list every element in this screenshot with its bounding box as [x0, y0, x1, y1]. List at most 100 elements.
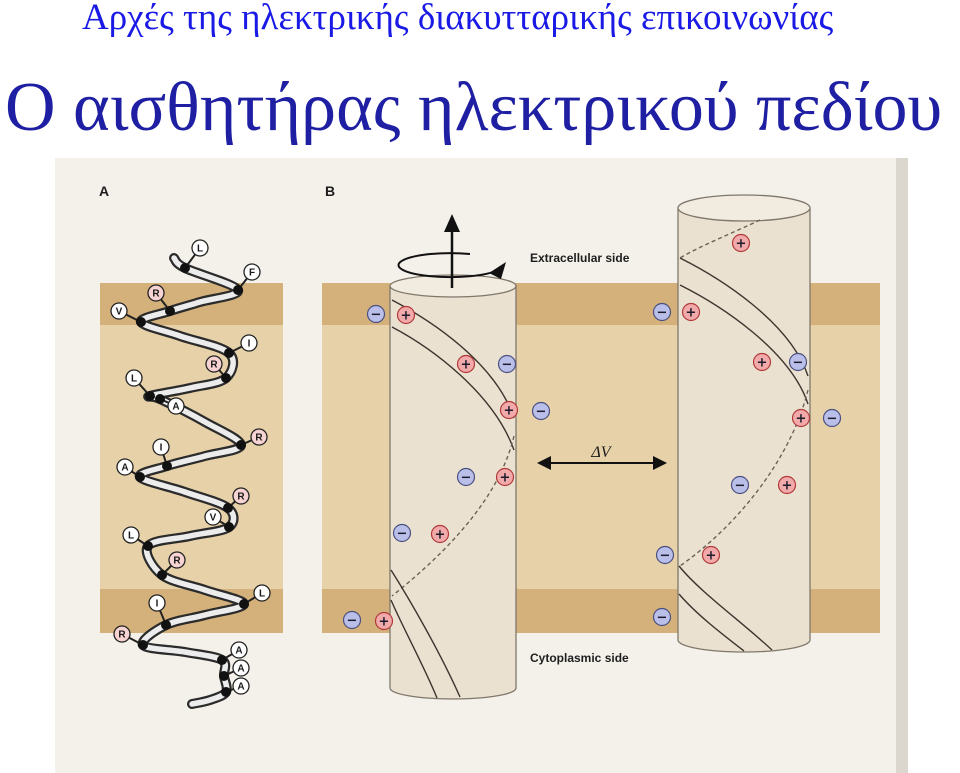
charge-circle	[396, 305, 416, 325]
track-back-edge	[679, 219, 761, 259]
charge-symbol: +	[736, 237, 747, 252]
residue-letter: A	[121, 463, 128, 474]
residue-letter: R	[173, 556, 181, 567]
negative-charge-icon: −	[456, 467, 476, 487]
s4-helix-cylinder-resting	[389, 274, 517, 700]
cytoplasmic-side-label: Cytoplasmic side	[530, 651, 629, 665]
residue-side-chain: A	[155, 394, 185, 415]
positive-charge-icon: +	[731, 233, 751, 253]
track-front-edge	[678, 593, 745, 652]
figure-edge-shadow	[896, 158, 908, 773]
voltage-change-arrowhead-right	[653, 456, 667, 470]
residue-circle	[205, 355, 223, 373]
negative-charge-icon: −	[822, 408, 842, 428]
charge-symbol: −	[347, 614, 358, 629]
s4-helix-coil	[134, 253, 249, 709]
positive-charge-icon: +	[681, 302, 701, 322]
alpha-carbon-dot	[239, 599, 249, 609]
charge-symbol: +	[757, 356, 768, 371]
charge-symbol: +	[461, 358, 472, 373]
residue-side-chain: L	[122, 526, 153, 551]
charge-symbol: +	[782, 479, 793, 494]
residue-side-chain: L	[180, 239, 209, 273]
residue-circle	[243, 263, 261, 281]
residue-side-chain: F	[233, 263, 261, 295]
charge-symbol: −	[735, 479, 746, 494]
charge-symbol: +	[379, 615, 390, 630]
helix-tube-fill	[137, 255, 247, 707]
alpha-carbon-dot	[143, 541, 153, 551]
charge-symbol: −	[371, 308, 382, 323]
charge-circle	[777, 475, 797, 495]
negative-charge-icon: −	[366, 304, 386, 324]
residue-circle	[250, 428, 268, 446]
alpha-carbon-dot	[223, 503, 233, 513]
positive-charge-icon: +	[777, 475, 797, 495]
residue-letter: A	[235, 646, 242, 657]
vertical-translation-arrowhead	[444, 214, 460, 232]
alpha-carbon-dot	[145, 391, 155, 401]
residue-circle	[168, 551, 186, 569]
charge-circle	[392, 523, 412, 543]
residue-circle	[116, 458, 134, 476]
alpha-carbon-dot	[135, 472, 145, 482]
track-front-edge	[390, 569, 461, 698]
residue-side-chain: R	[236, 428, 268, 450]
track-front-edge	[678, 565, 773, 651]
charge-circle	[652, 607, 672, 627]
s4-helix-cylinder-activated	[677, 194, 811, 653]
charge-circle	[652, 302, 672, 322]
charge-circle	[791, 408, 811, 428]
residue-circle	[232, 677, 250, 695]
charge-symbol: −	[657, 611, 668, 626]
charge-symbol: −	[657, 306, 668, 321]
voltage-change-arrowhead-left	[537, 456, 551, 470]
residue-circle	[152, 438, 170, 456]
positive-charge-icon: +	[752, 352, 772, 372]
residue-circle	[253, 584, 271, 602]
residue-side-chain: L	[239, 584, 271, 609]
positive-charge-icon: +	[499, 400, 519, 420]
residue-letter: L	[259, 589, 265, 600]
alpha-carbon-dot	[161, 620, 171, 630]
residue-circle	[167, 397, 185, 415]
residue-letter: A	[172, 402, 179, 413]
negative-charge-icon: −	[342, 610, 362, 630]
residue-side-chain: A	[217, 641, 248, 665]
panel-a-label: A	[99, 183, 109, 199]
residue-circle	[230, 641, 248, 659]
residue-letter: V	[116, 307, 123, 318]
charge-circle	[752, 352, 772, 372]
alpha-carbon-dot	[180, 263, 190, 273]
charge-circle	[701, 545, 721, 565]
residue-letter: R	[152, 289, 160, 300]
rotation-arrow-icon	[397, 214, 506, 288]
negative-charge-icon: −	[788, 352, 808, 372]
negative-charge-icon: −	[497, 354, 517, 374]
charge-symbol: +	[796, 412, 807, 427]
residue-letter: L	[197, 244, 203, 255]
track-front-edge	[679, 284, 809, 405]
residue-letter: R	[255, 433, 263, 444]
charge-symbol: −	[502, 358, 513, 373]
residue-side-chain: V	[110, 302, 146, 327]
alpha-carbon-dot	[138, 640, 148, 650]
charge-symbol: +	[706, 549, 717, 564]
charge-symbol: −	[793, 356, 804, 371]
charge-symbol: −	[536, 405, 547, 420]
extracellular-side-label: Extracellular side	[530, 251, 630, 265]
residue-circle	[240, 334, 258, 352]
residue-side-chain: R	[157, 551, 186, 580]
rotation-arrowhead	[489, 262, 506, 279]
residue-letter: R	[237, 492, 245, 503]
charge-symbol: −	[461, 471, 472, 486]
residue-circle	[122, 526, 140, 544]
charge-circle	[430, 524, 450, 544]
positive-charge-icon: +	[495, 467, 515, 487]
positive-charge-icon: +	[701, 545, 721, 565]
positive-charge-icon: +	[430, 524, 450, 544]
charge-circle	[374, 611, 394, 631]
alpha-carbon-dot	[217, 655, 227, 665]
charge-symbol: +	[500, 471, 511, 486]
